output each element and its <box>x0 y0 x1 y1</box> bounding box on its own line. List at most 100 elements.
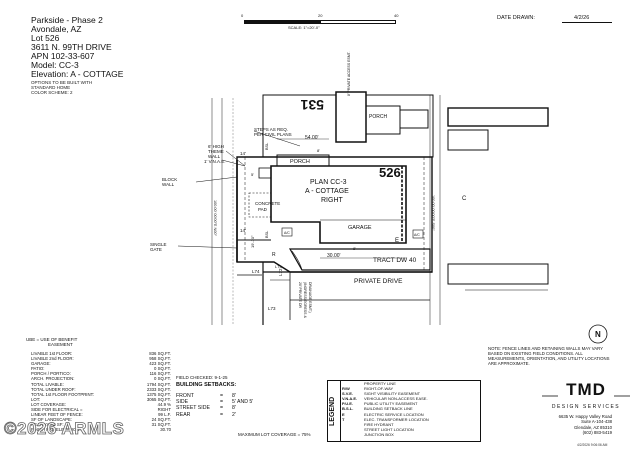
setback-value: 2' <box>232 411 236 418</box>
legend-row: S.V.E. SIGHT VISIBILITY EASEMENT <box>342 391 478 396</box>
legend-abbrev: P.U.E. <box>342 401 354 407</box>
legend-desc: PROPERTY LINE <box>364 381 396 386</box>
tract-label: TRACT DW 40 <box>373 257 417 264</box>
curve-label: L73 <box>268 306 276 311</box>
setback-value: 8' <box>232 393 236 399</box>
legend-desc: ELEC. TRANSFORMER LOCATION <box>364 416 429 422</box>
stats-row: TOTAL 1st FLOOR FOOTPRINT:1375 SQ.FT. <box>30 392 172 397</box>
setback-row: STREET SIDE=8' <box>176 405 316 411</box>
lot-number-label: 526 <box>379 165 401 180</box>
theme-wall-callout: 6' HIGH <box>208 144 224 149</box>
setback-row: REAR=2' <box>176 412 316 418</box>
stats-label: REAR YARD SF: <box>31 422 64 428</box>
date-drawn-label: DATE DRAWN: <box>497 15 535 21</box>
plan-label: RIGHT <box>321 197 344 204</box>
stats-label: LOT: <box>31 396 41 402</box>
right-street-bearing: 100.00' 00'00"E S00° <box>431 195 435 231</box>
stats-row: LOT COVERAGE:44.9 % <box>30 402 172 407</box>
stats-row: FINISH PAD ELEVATION:30.70 <box>30 427 172 432</box>
north-arrow: N <box>595 330 601 339</box>
ube-note-line: UBE = USE OF BENEFIT <box>26 337 78 342</box>
stats-value: 1794 SQ.FT. <box>146 381 171 387</box>
legend-row: V.N.A.E.VEHICULAR NON-ACCESS EASE. <box>342 396 478 401</box>
dimension: 19'-10" <box>250 235 255 248</box>
footer-code: 4/2/2026 9:06:06 AM <box>577 443 608 447</box>
stats-label: TOTAL 1st FLOOR FOOTPRINT: <box>31 391 94 397</box>
setback-value: 5' AND 5' <box>232 399 254 406</box>
steps-callout: STEPS AS REQ. <box>254 127 288 132</box>
setback-row: SIDE=5' AND 5' <box>176 399 316 405</box>
left-street-bearing: 100.00' 00'00"E N00° <box>213 200 217 236</box>
stats-value: 3065 SQ.FT. <box>146 396 171 402</box>
legend-desc: ELECTRIC SERVICE LOCATION <box>364 411 424 417</box>
stats-value: 0 SQ.FT. <box>154 366 171 372</box>
company-logo: TMD DESIGN SERVICES <box>540 378 632 414</box>
theme-wall-callout: WALL <box>208 154 221 159</box>
company-name: TMD <box>566 380 606 399</box>
concrete-pad-label: CONCRETE <box>255 201 280 206</box>
neighbor-lot-number: 531 <box>300 97 324 113</box>
dimension: 14' <box>240 151 246 156</box>
date-drawn-value: 4/2/26 <box>574 15 590 21</box>
city: Avondale, AZ <box>31 24 82 34</box>
stats-label: SF OF LANDSCAPE: <box>31 417 73 423</box>
ac-label: A/C <box>284 231 290 235</box>
easement-label: (INGRESS/EGRESS & <box>303 282 307 318</box>
logo-graphic <box>542 395 630 397</box>
stats-row: TOTAL LIVABLE:1794 SQ.FT. <box>30 382 172 387</box>
legend-abbrev: S.V.E. <box>342 391 353 397</box>
options-note-line: OPTIONS TO BE BUILT WITH <box>31 80 93 85</box>
legend-desc: SIGHT VISIBILITY EASEMENT <box>364 391 421 397</box>
dimension: 5' <box>251 172 254 177</box>
stats-value: 44.9 % <box>157 401 171 407</box>
concrete-pad-label: PAD <box>258 207 268 212</box>
porch-label: PORCH <box>290 159 310 165</box>
stats-label: PATIO: <box>31 366 45 372</box>
legend-desc: PUBLIC UTILITY EASEMENT <box>364 401 418 407</box>
stats-value: 30.70 <box>160 427 171 433</box>
stats-value: 99 L.F. <box>158 412 171 418</box>
ube-note-line: EASEMENT <box>48 342 73 348</box>
electric-service-marker: E <box>395 238 399 244</box>
neighbor-marker: C <box>462 196 467 202</box>
easement-label: 8' PRIVATE ACCESS ESMT. <box>347 51 351 96</box>
stats-value: 31 SQ.FT. <box>151 422 171 428</box>
stats-label: LIVABLE 2nd FLOOR: <box>31 356 74 362</box>
model: Model: CC-3 <box>31 60 79 70</box>
scale-tick-label: 40 <box>394 13 399 18</box>
company-address-line: Glendale, AZ 85310 <box>574 424 612 430</box>
setback-label: SIDE <box>176 399 189 406</box>
stats-value: 958 SQ.FT. <box>149 356 171 362</box>
stats-label: GARAGE: <box>31 361 51 367</box>
stats-row: SIDE FOR ELECTRICAL =RIGHT <box>30 407 172 412</box>
stats-value: 836 SQ.FT. <box>149 351 171 356</box>
garage-label: GARAGE <box>348 225 372 231</box>
options-note: OPTIONS TO BE BUILT WITH STANDARD HOME C… <box>31 80 92 96</box>
legend-abbrev: B.S.L. <box>342 406 354 412</box>
stats-label: TOTAL UNDER ROOF: <box>31 386 76 392</box>
options-note-line: COLOR SCHEME: 2 <box>31 90 73 96</box>
single-gate-callout: GATE <box>150 247 162 252</box>
setback-eq: = <box>220 405 224 412</box>
scale-bar-segment <box>244 20 320 24</box>
setback-label: STREET SIDE <box>176 405 210 412</box>
stats-value: RIGHT <box>157 407 171 413</box>
legend-row: FIRE HYDRANT <box>342 422 478 427</box>
setbacks-title: BUILDING SETBACKS: <box>176 382 237 388</box>
scale-label: SCALE: 1"=20'-0" <box>288 25 320 30</box>
legend-desc: JUNCTION BOX <box>364 431 394 437</box>
company-address-line: (602) 883-5419 <box>582 430 612 436</box>
curve-label: R <box>272 252 276 258</box>
scale-bar-segment <box>320 20 396 24</box>
easement-label: DRAINAGE ESMT.) <box>308 282 312 313</box>
stats-row: LIVABLE 2nd FLOOR: 958 SQ.FT. <box>30 356 172 361</box>
lot-number: Lot 526 <box>31 33 60 43</box>
options-note-line: STANDARD HOME <box>31 85 71 91</box>
stats-row: LIVABLE 1st FLOOR:836 SQ.FT. <box>30 351 172 356</box>
legend-title-cell: LEGEND <box>328 381 341 441</box>
legend-row: PROPERTY LINE <box>342 381 478 386</box>
date-underline <box>562 22 612 23</box>
curve-label: L72 <box>278 268 283 276</box>
